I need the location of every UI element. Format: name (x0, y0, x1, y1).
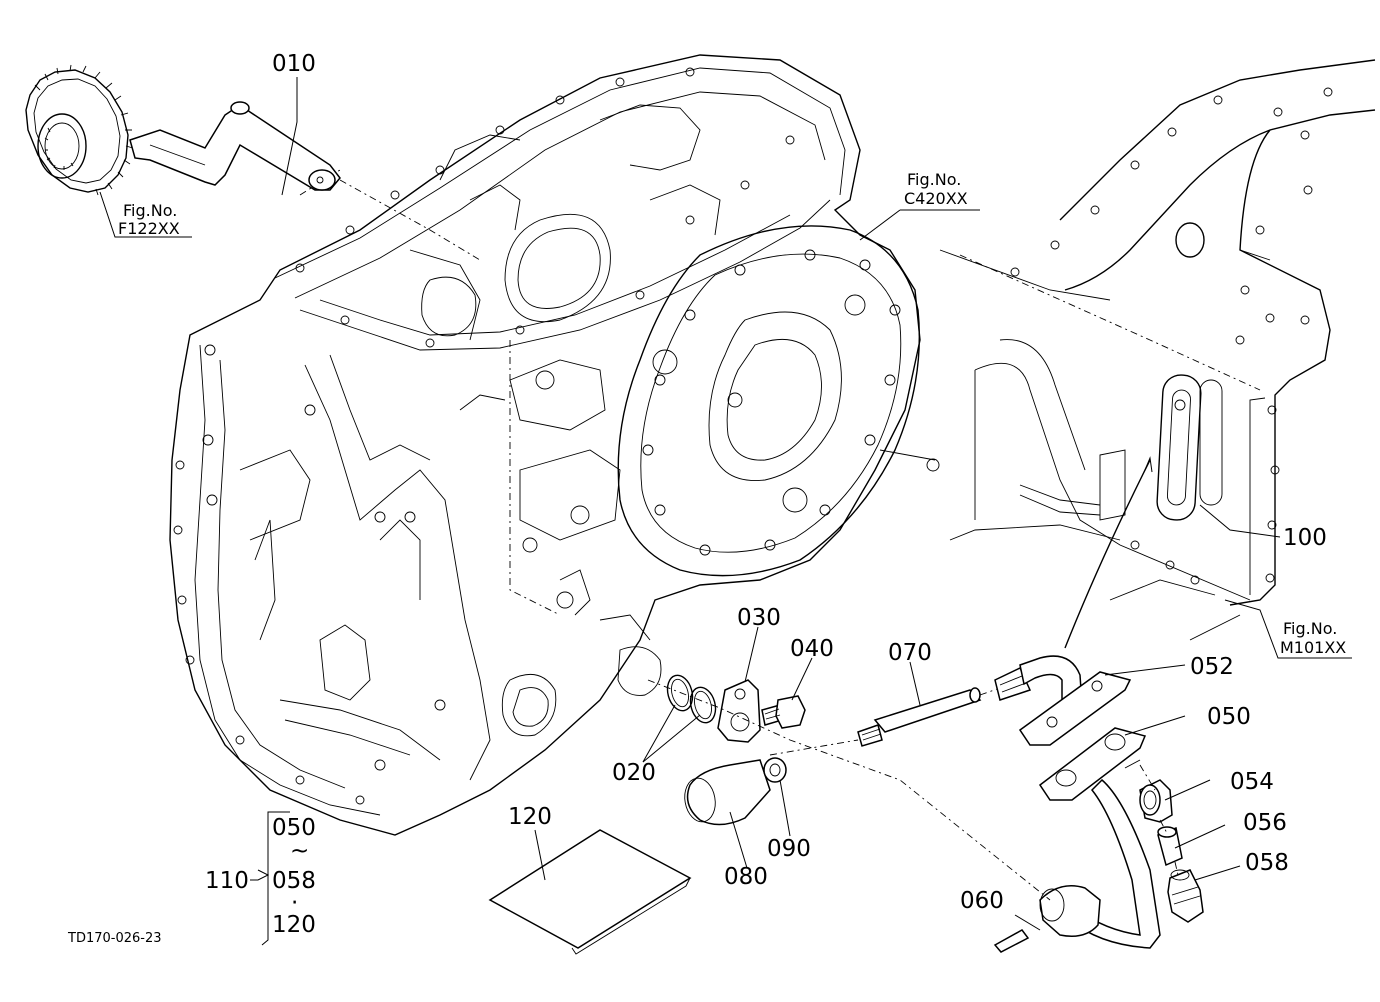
set-separator: · (291, 890, 298, 916)
figure-ref-code: M101XX (1280, 638, 1346, 657)
label-070: 070 (888, 640, 932, 666)
set-plus: 120 (272, 912, 316, 938)
leader-lines (99, 77, 1352, 946)
figure-ref-heading: Fig.No. (1283, 619, 1337, 638)
label-080: 080 (724, 864, 768, 890)
transmission-case (169, 54, 921, 836)
label-090: 090 (767, 836, 811, 862)
part-090-washer (763, 757, 787, 783)
part-080-knob (684, 759, 771, 826)
figure-ref-m101xx: Fig.No. M101XX (1280, 619, 1346, 657)
part-058-fitting (1167, 869, 1204, 923)
part-056-spacer (1157, 826, 1183, 867)
figure-ref-code: C420XX (904, 189, 968, 208)
part-030-plate (717, 679, 761, 743)
assembly-centerlines (647, 456, 1179, 901)
figure-ref-c420xx: Fig.No. C420XX (904, 170, 968, 208)
frame-plate (939, 59, 1376, 641)
set-label: 110 (205, 868, 249, 894)
label-010: 010 (272, 51, 316, 77)
front-flange (617, 225, 936, 577)
figure-ref-heading: Fig.No. (123, 201, 177, 220)
label-050: 050 (1207, 704, 1251, 730)
label-020: 020 (612, 760, 656, 786)
label-054: 054 (1230, 769, 1274, 795)
part-070-rod (857, 687, 1001, 747)
figure-ref-code: F122XX (118, 219, 180, 238)
part-040-bolt (761, 695, 806, 729)
label-030: 030 (737, 605, 781, 631)
part-052-lever (994, 655, 1132, 746)
set-range-symbol: ~ (290, 838, 309, 864)
part-120-sheet (488, 829, 692, 955)
set-to: 058 (272, 868, 316, 894)
figure-ref-heading: Fig.No. (907, 170, 961, 189)
part-060-pin (993, 885, 1101, 953)
drawing-code: TD170-026-23 (67, 931, 162, 946)
label-040: 040 (790, 636, 834, 662)
label-120: 120 (508, 804, 552, 830)
label-058: 058 (1245, 850, 1289, 876)
label-052: 052 (1190, 654, 1234, 680)
set-bracket-110: 110 050 ~ 058 · 120 (205, 815, 316, 938)
label-100: 100 (1283, 525, 1327, 551)
figure-ref-f122xx: Fig.No. F122XX (118, 201, 180, 238)
case-bolt-holes (173, 67, 940, 805)
part-number-labels: 010 030 040 070 052 050 054 056 058 060 … (272, 51, 1327, 914)
part-054-bushing (1139, 779, 1173, 823)
gear-component (25, 64, 134, 196)
part-020-o-rings (666, 674, 717, 724)
set-from: 050 (272, 815, 316, 841)
label-060: 060 (960, 888, 1004, 914)
label-056: 056 (1243, 810, 1287, 836)
